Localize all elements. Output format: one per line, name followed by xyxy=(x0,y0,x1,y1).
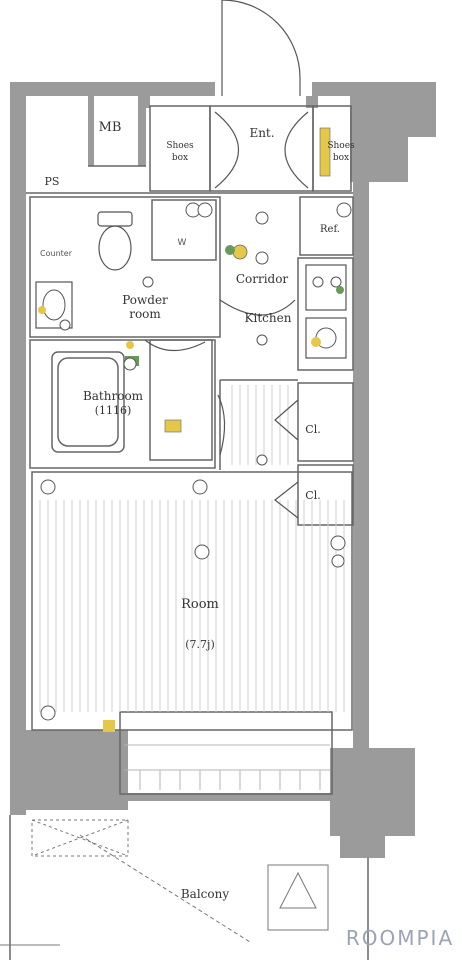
room-size-label: (7.7j) xyxy=(185,638,215,651)
corridor-label: Corridor xyxy=(236,272,289,286)
powder-room-line2: room xyxy=(129,307,161,321)
shoes-box-left-line2: box xyxy=(172,153,188,163)
floor-pattern xyxy=(39,385,345,712)
room-label: Room xyxy=(181,597,219,612)
doors xyxy=(144,0,309,519)
ref-label: Ref. xyxy=(320,224,340,235)
closet-label-2: Cl. xyxy=(305,489,320,502)
outlets xyxy=(40,202,352,721)
kitchen-label: Kitchen xyxy=(245,311,292,325)
walls xyxy=(10,82,436,858)
washer-label: W xyxy=(178,238,187,248)
fixtures xyxy=(35,127,347,732)
shoes-box-left-line1: Shoes xyxy=(166,141,194,151)
bathroom-line2: (1116) xyxy=(95,404,132,417)
interior-lines xyxy=(9,105,369,960)
bathroom-line1: Bathroom xyxy=(83,389,144,403)
balcony-features xyxy=(0,819,329,946)
closet-label-1: Cl. xyxy=(305,423,320,436)
watermark-brand: ROOMPIA xyxy=(346,926,454,950)
balcony-label: Balcony xyxy=(181,887,229,901)
ps-label: PS xyxy=(45,175,60,188)
powder-room-line1: Powder xyxy=(122,293,168,307)
mb-label: MB xyxy=(99,120,122,135)
counter-label: Counter xyxy=(40,249,73,258)
window-hatch xyxy=(124,744,330,790)
ent-label: Ent. xyxy=(249,126,274,140)
shoes-box-right-line1: Shoes xyxy=(327,141,355,151)
shoes-box-right-line2: box xyxy=(333,153,349,163)
labels: MB PS Ent. Shoes box Shoes box Ref. Corr… xyxy=(40,120,454,950)
